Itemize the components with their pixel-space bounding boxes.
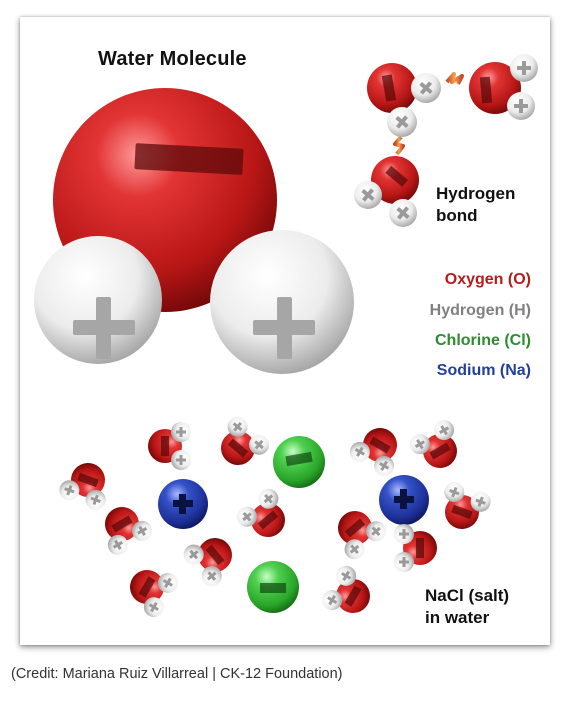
small-hydrogen-plus-sign <box>242 511 252 522</box>
small-hydrogen-plus-sign <box>138 525 146 536</box>
big-oxygen-minus-sign <box>134 143 244 175</box>
small-hydrogen-plus-sign <box>233 421 242 432</box>
small-water-molecule <box>236 488 285 537</box>
small-hydrogen-plus-sign <box>477 496 484 507</box>
small-hydrogen-plus-sign <box>92 494 99 506</box>
cluster-water-a <box>367 63 441 137</box>
small-hydrogen-plus-sign <box>371 526 381 537</box>
legend-hydrogen: Hydrogen (H) <box>429 302 531 319</box>
small-hydrogen-plus-sign <box>341 572 352 580</box>
cluster-water-c <box>354 156 419 227</box>
hydrogen-bond-link-1 <box>445 72 464 85</box>
small-oxygen-minus-sign <box>111 515 133 533</box>
small-hydrogen-plus-sign <box>114 539 122 550</box>
small-hydrogen-plus-sign <box>350 544 359 555</box>
small-oxygen-minus-sign <box>344 518 366 538</box>
big-hydrogen-left-plus-sign <box>73 297 135 359</box>
small-oxygen-minus-sign <box>138 576 156 598</box>
sodium-ion-1 <box>158 479 208 529</box>
small-oxygen-minus-sign <box>161 436 169 456</box>
nacl-label-line-1: NaCl (salt) <box>425 586 510 605</box>
small-oxygen-minus-sign <box>344 585 362 607</box>
nacl-in-water <box>59 416 491 618</box>
chloride-ion-1 <box>273 436 325 488</box>
big-water-molecule <box>34 88 354 374</box>
small-hydrogen-plus-sign <box>416 439 424 450</box>
small-water-molecule <box>130 570 178 618</box>
small-hydrogen-plus-sign <box>264 493 273 504</box>
small-water-molecule <box>148 422 191 470</box>
small-oxygen-minus-sign <box>451 504 473 520</box>
small-water-molecules <box>59 416 491 618</box>
hydrogen-bond-link-2 <box>393 135 405 156</box>
small-water-molecule <box>338 511 387 560</box>
small-water-molecule <box>394 524 437 572</box>
small-hydrogen-plus-sign <box>451 486 458 498</box>
small-hydrogen-plus-sign <box>356 446 364 457</box>
legend-oxygen: Oxygen (O) <box>444 271 531 288</box>
small-oxygen-minus-sign <box>77 472 99 488</box>
small-oxygen-minus-sign <box>205 544 225 566</box>
small-water-molecule <box>105 507 153 555</box>
small-oxygen-minus-sign <box>416 538 424 558</box>
small-hydrogen-plus-sign <box>380 460 388 471</box>
hydrogen-bond-label-line-2: bond <box>436 206 478 225</box>
small-hydrogen-plus-sign <box>440 425 448 436</box>
small-hydrogen-plus-sign <box>162 579 173 587</box>
hydrogen-bond-label: Hydrogen bond <box>436 183 515 227</box>
small-water-molecule <box>444 482 491 529</box>
small-oxygen-minus-sign <box>227 438 249 458</box>
small-oxygen-minus-sign <box>257 510 279 530</box>
small-hydrogen-plus-sign <box>206 571 217 581</box>
small-hydrogen-plus-sign <box>327 596 338 604</box>
small-hydrogen-plus-sign <box>176 430 186 434</box>
legend-chlorine: Chlorine (Cl) <box>435 332 531 349</box>
small-hydrogen-plus-sign <box>148 603 159 611</box>
small-water-molecule <box>59 463 106 510</box>
sodium-ion-2 <box>379 475 429 525</box>
chloride-ion-2 <box>247 561 299 613</box>
small-hydrogen-plus-sign <box>66 485 73 496</box>
legend-sodium: Sodium (Na) <box>436 362 531 379</box>
small-water-molecule <box>349 428 397 476</box>
hydrogen-bond-cluster <box>354 54 538 227</box>
small-water-molecule <box>221 416 270 465</box>
small-hydrogen-plus-sign <box>188 550 199 559</box>
big-hydrogen-right-plus-sign <box>253 297 315 359</box>
cluster-water-b <box>469 54 538 120</box>
small-water-molecule <box>183 538 232 587</box>
small-water-molecule <box>322 565 370 613</box>
nacl-label-line-2: in water <box>425 608 490 627</box>
small-hydrogen-plus-sign <box>176 458 186 462</box>
small-hydrogen-plus-sign <box>254 439 264 450</box>
small-hydrogen-plus-sign <box>399 560 409 564</box>
nacl-label: NaCl (salt) in water <box>425 585 509 629</box>
hydrogen-bond-label-line-1: Hydrogen <box>436 184 516 203</box>
small-water-molecule <box>409 420 457 468</box>
image-credit: (Credit: Mariana Ruiz Villarreal | CK-12… <box>11 666 343 682</box>
diagram-title: Water Molecule <box>98 48 247 70</box>
small-oxygen-minus-sign <box>429 442 451 460</box>
small-oxygen-minus-sign <box>369 436 391 454</box>
small-hydrogen-plus-sign <box>399 532 409 536</box>
